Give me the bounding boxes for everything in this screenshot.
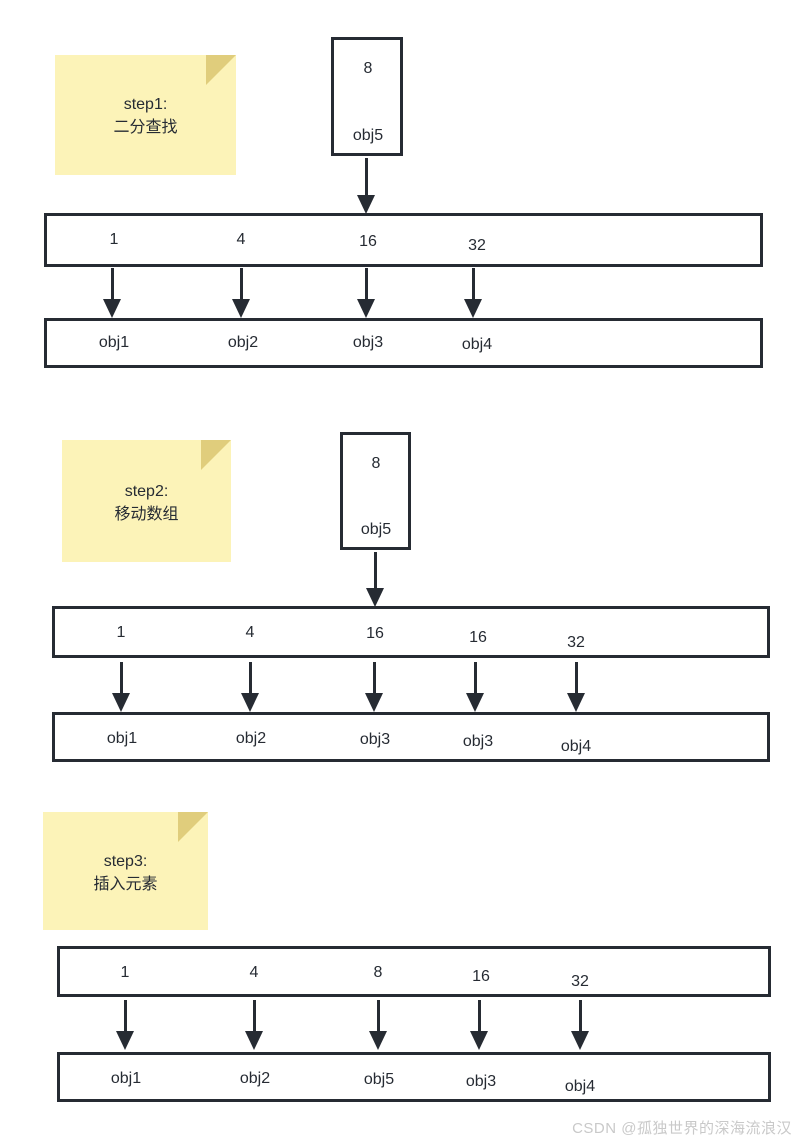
step2-objects-box [52,712,770,762]
step3-object-1: obj2 [239,1070,271,1087]
step3-note: step3: 插入元素 [43,812,208,930]
step2-link-arrow-3 [465,662,485,712]
step2-note-line1: step2: [124,483,169,500]
step3-link-arrow-0 [115,1000,135,1050]
step3-object-0: obj1 [110,1070,142,1087]
step3-note-line1: step3: [103,853,148,870]
step2-link-arrow-4 [566,662,586,712]
step1-note: step1: 二分查找 [55,55,236,175]
step3-value-4: 32 [571,973,589,990]
step3-objects-box [57,1052,771,1102]
step2-object-3: obj3 [462,733,494,750]
step2-link-arrow-1 [240,662,260,712]
step3-link-arrow-1 [244,1000,264,1050]
step2-object-1: obj2 [235,730,267,747]
step2-incoming-arrow [365,552,385,607]
step3-object-4: obj4 [564,1078,596,1095]
step2-note: step2: 移动数组 [62,440,231,562]
step3-value-1: 4 [249,964,259,981]
step1-incoming-box [331,37,403,156]
step2-incoming-box [340,432,411,550]
step1-link-arrow-1 [231,268,251,318]
step2-value-2: 16 [366,625,384,642]
step1-object-1: obj2 [227,334,259,351]
step1-values-box [44,213,763,267]
step1-object-3: obj4 [461,336,493,353]
step1-value-1: 4 [236,231,246,248]
step1-link-arrow-2 [356,268,376,318]
step3-link-arrow-4 [570,1000,590,1050]
csdn-watermark: CSDN @孤独世界的深海流浪汉 [572,1120,792,1137]
step1-note-line1: step1: [123,96,168,113]
step2-object-0: obj1 [106,730,138,747]
step2-link-arrow-2 [364,662,384,712]
note-fold-corner-icon [201,440,231,470]
step3-values-box [57,946,771,997]
step3-link-arrow-2 [368,1000,388,1050]
step1-link-arrow-3 [463,268,483,318]
step3-value-2: 8 [373,964,383,981]
step1-incoming-arrow [356,158,376,214]
step2-values-box [52,606,770,658]
step2-link-arrow-0 [111,662,131,712]
note-fold-corner-icon [178,812,208,842]
step2-value-1: 4 [245,624,255,641]
step1-incoming-object: obj5 [352,127,384,144]
step3-link-arrow-3 [469,1000,489,1050]
step3-object-3: obj3 [465,1073,497,1090]
note-fold-corner-icon [206,55,236,85]
step2-note-line2: 移动数组 [114,506,179,523]
step1-value-3: 32 [468,237,486,254]
step1-value-2: 16 [359,233,377,250]
step2-value-4: 32 [567,634,585,651]
step1-note-line2: 二分查找 [113,119,178,136]
step3-value-0: 1 [120,964,130,981]
step3-object-2: obj5 [363,1071,395,1088]
step1-incoming-value: 8 [363,60,373,77]
step2-value-0: 1 [116,624,126,641]
step3-value-3: 16 [472,968,490,985]
step2-incoming-object: obj5 [360,521,392,538]
step1-objects-box [44,318,763,368]
step3-note-line2: 插入元素 [93,876,158,893]
step1-link-arrow-0 [102,268,122,318]
step1-object-2: obj3 [352,334,384,351]
step2-object-2: obj3 [359,731,391,748]
step1-value-0: 1 [109,231,119,248]
step2-value-3: 16 [469,629,487,646]
step1-object-0: obj1 [98,334,130,351]
step2-object-4: obj4 [560,738,592,755]
step2-incoming-value: 8 [371,455,381,472]
